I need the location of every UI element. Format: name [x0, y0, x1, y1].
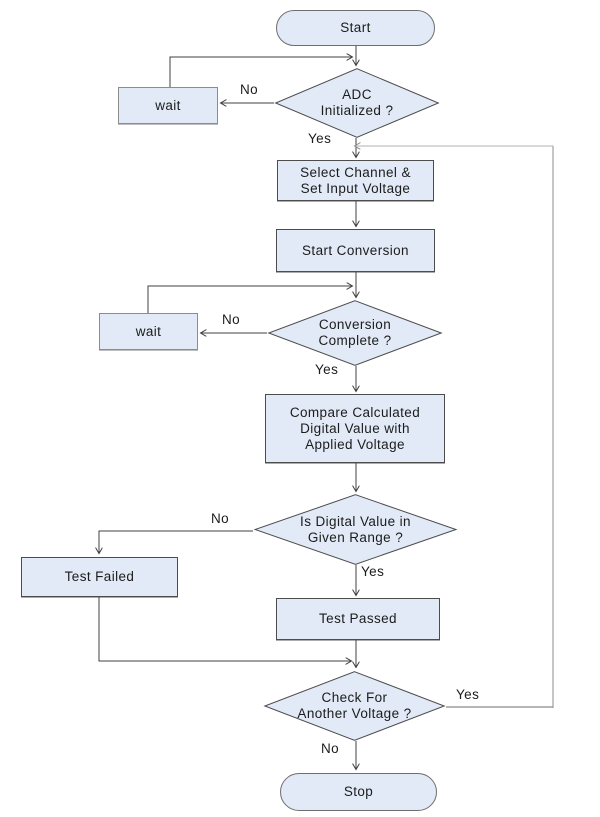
node-digital-in-range: Is Digital Value in Given Range ? [253, 494, 458, 565]
label-line: Initialized ? [320, 103, 394, 118]
node-wait-2: wait [99, 313, 198, 350]
node-start-conversion: Start Conversion [276, 229, 435, 272]
node-compare: Compare Calculated Digital Value with Ap… [265, 394, 445, 463]
label-line: Select Channel & [300, 164, 411, 180]
label-line: Compare Calculated [289, 404, 421, 420]
node-start-label: Start [340, 20, 371, 35]
label-line: Is Digital Value in [300, 513, 411, 529]
edge-range-no-to-failed [99, 530, 253, 553]
node-test-failed-label: Test Failed [64, 569, 135, 584]
node-digital-in-range-label: Is Digital Value in Given Range ? [300, 514, 411, 546]
node-check-another: Check For Another Voltage ? [263, 671, 446, 741]
node-check-another-label: Check For Another Voltage ? [297, 690, 411, 722]
node-test-passed-label: Test Passed [319, 611, 397, 626]
label-line: Digital Value with [300, 420, 410, 436]
node-select-channel: Select Channel & Set Input Voltage [277, 160, 434, 201]
node-start: Start [276, 10, 435, 46]
node-select-channel-label: Select Channel & Set Input Voltage [300, 165, 411, 197]
node-conversion-complete-label: Conversion Complete ? [318, 317, 391, 349]
node-stop-label: Stop [343, 784, 374, 799]
node-wait-1: wait [118, 87, 218, 124]
node-adc-initialized-label: ADC Initialized ? [321, 87, 394, 119]
label-line: Applied Voltage [305, 436, 405, 452]
label-line: ADC [342, 87, 372, 102]
diamond-shape [274, 68, 440, 138]
edge-label-adc-no: No [240, 82, 259, 97]
node-test-passed: Test Passed [276, 598, 440, 640]
node-test-failed: Test Failed [21, 557, 178, 597]
edge-label-conv-no: No [222, 312, 241, 327]
node-compare-label: Compare Calculated Digital Value with Ap… [290, 405, 420, 453]
edge-wait1-loop [169, 57, 352, 87]
edge-failed-merge [98, 597, 351, 661]
node-adc-initialized: ADC Initialized ? [274, 68, 440, 138]
node-stop: Stop [280, 773, 437, 811]
node-conversion-complete: Conversion Complete ? [267, 300, 443, 366]
diamond-shape [253, 494, 458, 565]
edge-label-range-yes: Yes [361, 564, 385, 579]
label-line: Complete ? [318, 333, 392, 348]
label-line: Check For [321, 690, 388, 705]
node-wait-2-label: wait [135, 323, 162, 339]
label-line: Another Voltage ? [297, 706, 412, 721]
edge-label-another-yes: Yes [456, 687, 480, 702]
label-line: Conversion [318, 317, 392, 332]
edge-wait2-loop [147, 286, 352, 313]
edge-label-another-no: No [321, 741, 340, 756]
node-start-conversion-label: Start Conversion [302, 242, 409, 258]
diamond-shape [263, 671, 446, 741]
node-wait-1-label: wait [155, 97, 181, 113]
edge-label-adc-yes: Yes [308, 131, 332, 146]
diamond-shape [267, 300, 443, 366]
edge-label-range-no: No [211, 511, 230, 526]
label-line: Given Range ? [307, 529, 404, 545]
label-line: Set Input Voltage [300, 180, 411, 196]
edge-label-conv-yes: Yes [315, 362, 339, 377]
